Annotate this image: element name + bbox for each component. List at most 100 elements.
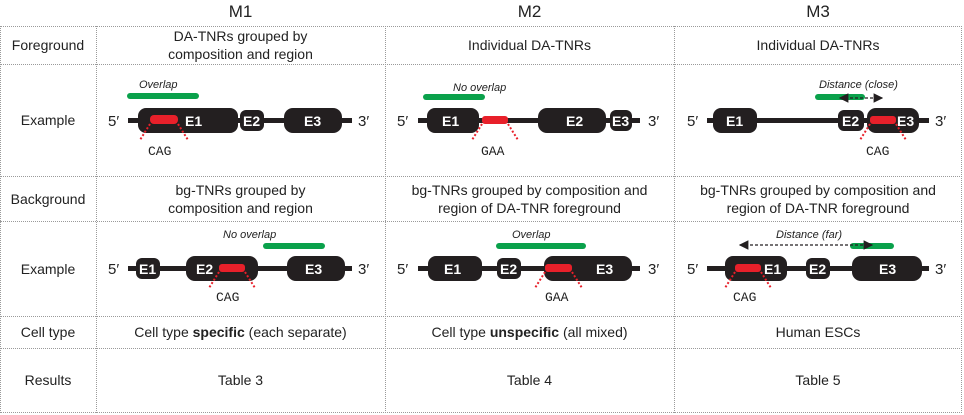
grid-line [0,176,962,177]
grid-line [0,26,1,413]
row-label-background: Background [10,190,86,207]
exon-e3 [852,256,922,281]
foreground-m1: DA-TNRs grouped by composition and regio… [168,28,313,62]
diagram-m2-foreground: 5′ 3′ E1 E2 E3 GAA No overlap [397,82,659,159]
distance-close-label: Distance (close) [819,79,898,91]
region-bar [850,243,894,249]
no-overlap-label: No overlap [223,229,276,241]
region-bar [263,243,325,249]
exon-e2-label: E2 [809,261,826,277]
exon-e3-label: E3 [304,113,321,129]
five-prime-label: 5′ [108,261,119,278]
grid-line [0,26,962,27]
results-m2: Table 4 [506,372,553,388]
background-m1: bg-TNRs grouped by composition and regio… [168,181,313,216]
three-prime-label: 3′ [935,113,946,130]
column-header-m3: M3 [806,2,830,21]
exon-e3-label: E3 [879,261,896,277]
exon-e3-label: E3 [596,261,613,277]
distance-far-label: Distance (far) [776,229,842,241]
cell-type-m1: Cell type specific (each separate) [134,324,347,340]
row-label-foreground: Foreground [11,37,85,53]
gene-line [418,118,640,123]
exon-e2-label: E2 [500,261,517,277]
repeat-label-gaa: GAA [481,144,505,159]
overlap-label: Overlap [512,229,551,241]
emphasis-specific: specific [192,324,245,340]
gene-line [418,266,640,271]
row-label-example: Example [20,112,76,128]
five-prime-label: 5′ [687,113,698,130]
grid-line [0,348,962,349]
region-bar [127,93,199,99]
exon-e1-label: E1 [764,261,781,277]
three-prime-label: 3′ [935,261,946,278]
three-prime-label: 3′ [648,261,659,278]
repeat-gaa [482,116,508,124]
five-prime-label: 5′ [397,113,408,130]
repeat-cag [150,115,178,124]
diagram-m3-foreground: 5′ 3′ E1 E2 E3 CAG Distance (close) [687,79,946,159]
column-header-m1: M1 [228,2,253,21]
no-overlap-label: No overlap [453,82,506,94]
grid-line [385,26,386,413]
exon-e1 [428,256,482,281]
background-m3: bg-TNRs grouped by composition and regio… [700,181,936,216]
exon-e3 [610,110,632,131]
exon-e1-label: E1 [185,113,202,129]
repeat-gaa [545,264,572,272]
diagram-m2-background: 5′ 3′ E1 E2 E3 GAA Overlap [397,229,659,305]
five-prime-label: 5′ [108,113,119,130]
region-bar [423,94,485,100]
foreground-m2: Individual DA-TNRs [468,37,591,53]
cell-type-m2: Cell type unspecific (all mixed) [431,324,628,340]
column-header-m2: M2 [517,2,542,21]
exon-e1 [136,258,160,279]
diagram-m1-background: 5′ 3′ E1 E2 E3 CAG No overlap [108,229,369,305]
three-prime-label: 3′ [648,113,659,130]
exon-e3-label: E3 [612,113,629,129]
exon-e1-label: E1 [726,113,743,129]
three-prime-label: 3′ [358,113,369,130]
grid-line [961,26,962,413]
exon-e3-label: E3 [897,113,914,129]
emphasis-unspecific: unspecific [489,324,560,340]
diagram-m1-foreground: 5′ 3′ E1 E2 E3 CAG Overlap [108,79,369,159]
results-m3: Table 5 [795,372,841,388]
exon-e2 [538,108,606,133]
exon-e1 [138,108,238,133]
exon-e2-label: E2 [243,113,260,129]
exon-e1 [427,108,479,133]
row-label-results: Results [24,372,72,388]
exon-e1-label: E1 [139,261,156,277]
exon-e3-label: E3 [305,261,322,277]
foreground-m3: Individual DA-TNRs [756,37,880,53]
five-prime-label: 5′ [687,261,698,278]
exon-e2-label: E2 [566,113,583,129]
background-m2: bg-TNRs grouped by composition and regio… [411,181,648,216]
grid-line [96,26,97,413]
exon-e1 [713,108,757,133]
repeat-label-gaa: GAA [545,290,569,305]
gene-line [707,118,929,123]
region-bar [815,94,865,100]
exon-e2 [838,110,864,131]
grid-line [0,316,962,317]
grid-line [674,26,675,413]
exon-e2 [497,258,521,279]
methods-table: Foreground Example Background Example Ce… [0,26,962,413]
diagram-m3-background: 5′ 3′ E1 E2 E3 CAG Distance (far) [687,229,946,305]
overlap-label: Overlap [139,79,178,91]
exon-e1-label: E1 [444,261,461,277]
grid-line [0,64,962,65]
exon-e3 [284,108,342,133]
exon-e3 [287,256,345,281]
exon-e2-label: E2 [196,261,213,277]
grid-line [0,221,962,222]
repeat-label-cag: CAG [148,144,171,159]
exon-e3 [544,256,632,281]
repeat-cag [219,264,245,272]
repeat-label-cag: CAG [866,144,889,159]
exon-e2 [240,110,264,131]
